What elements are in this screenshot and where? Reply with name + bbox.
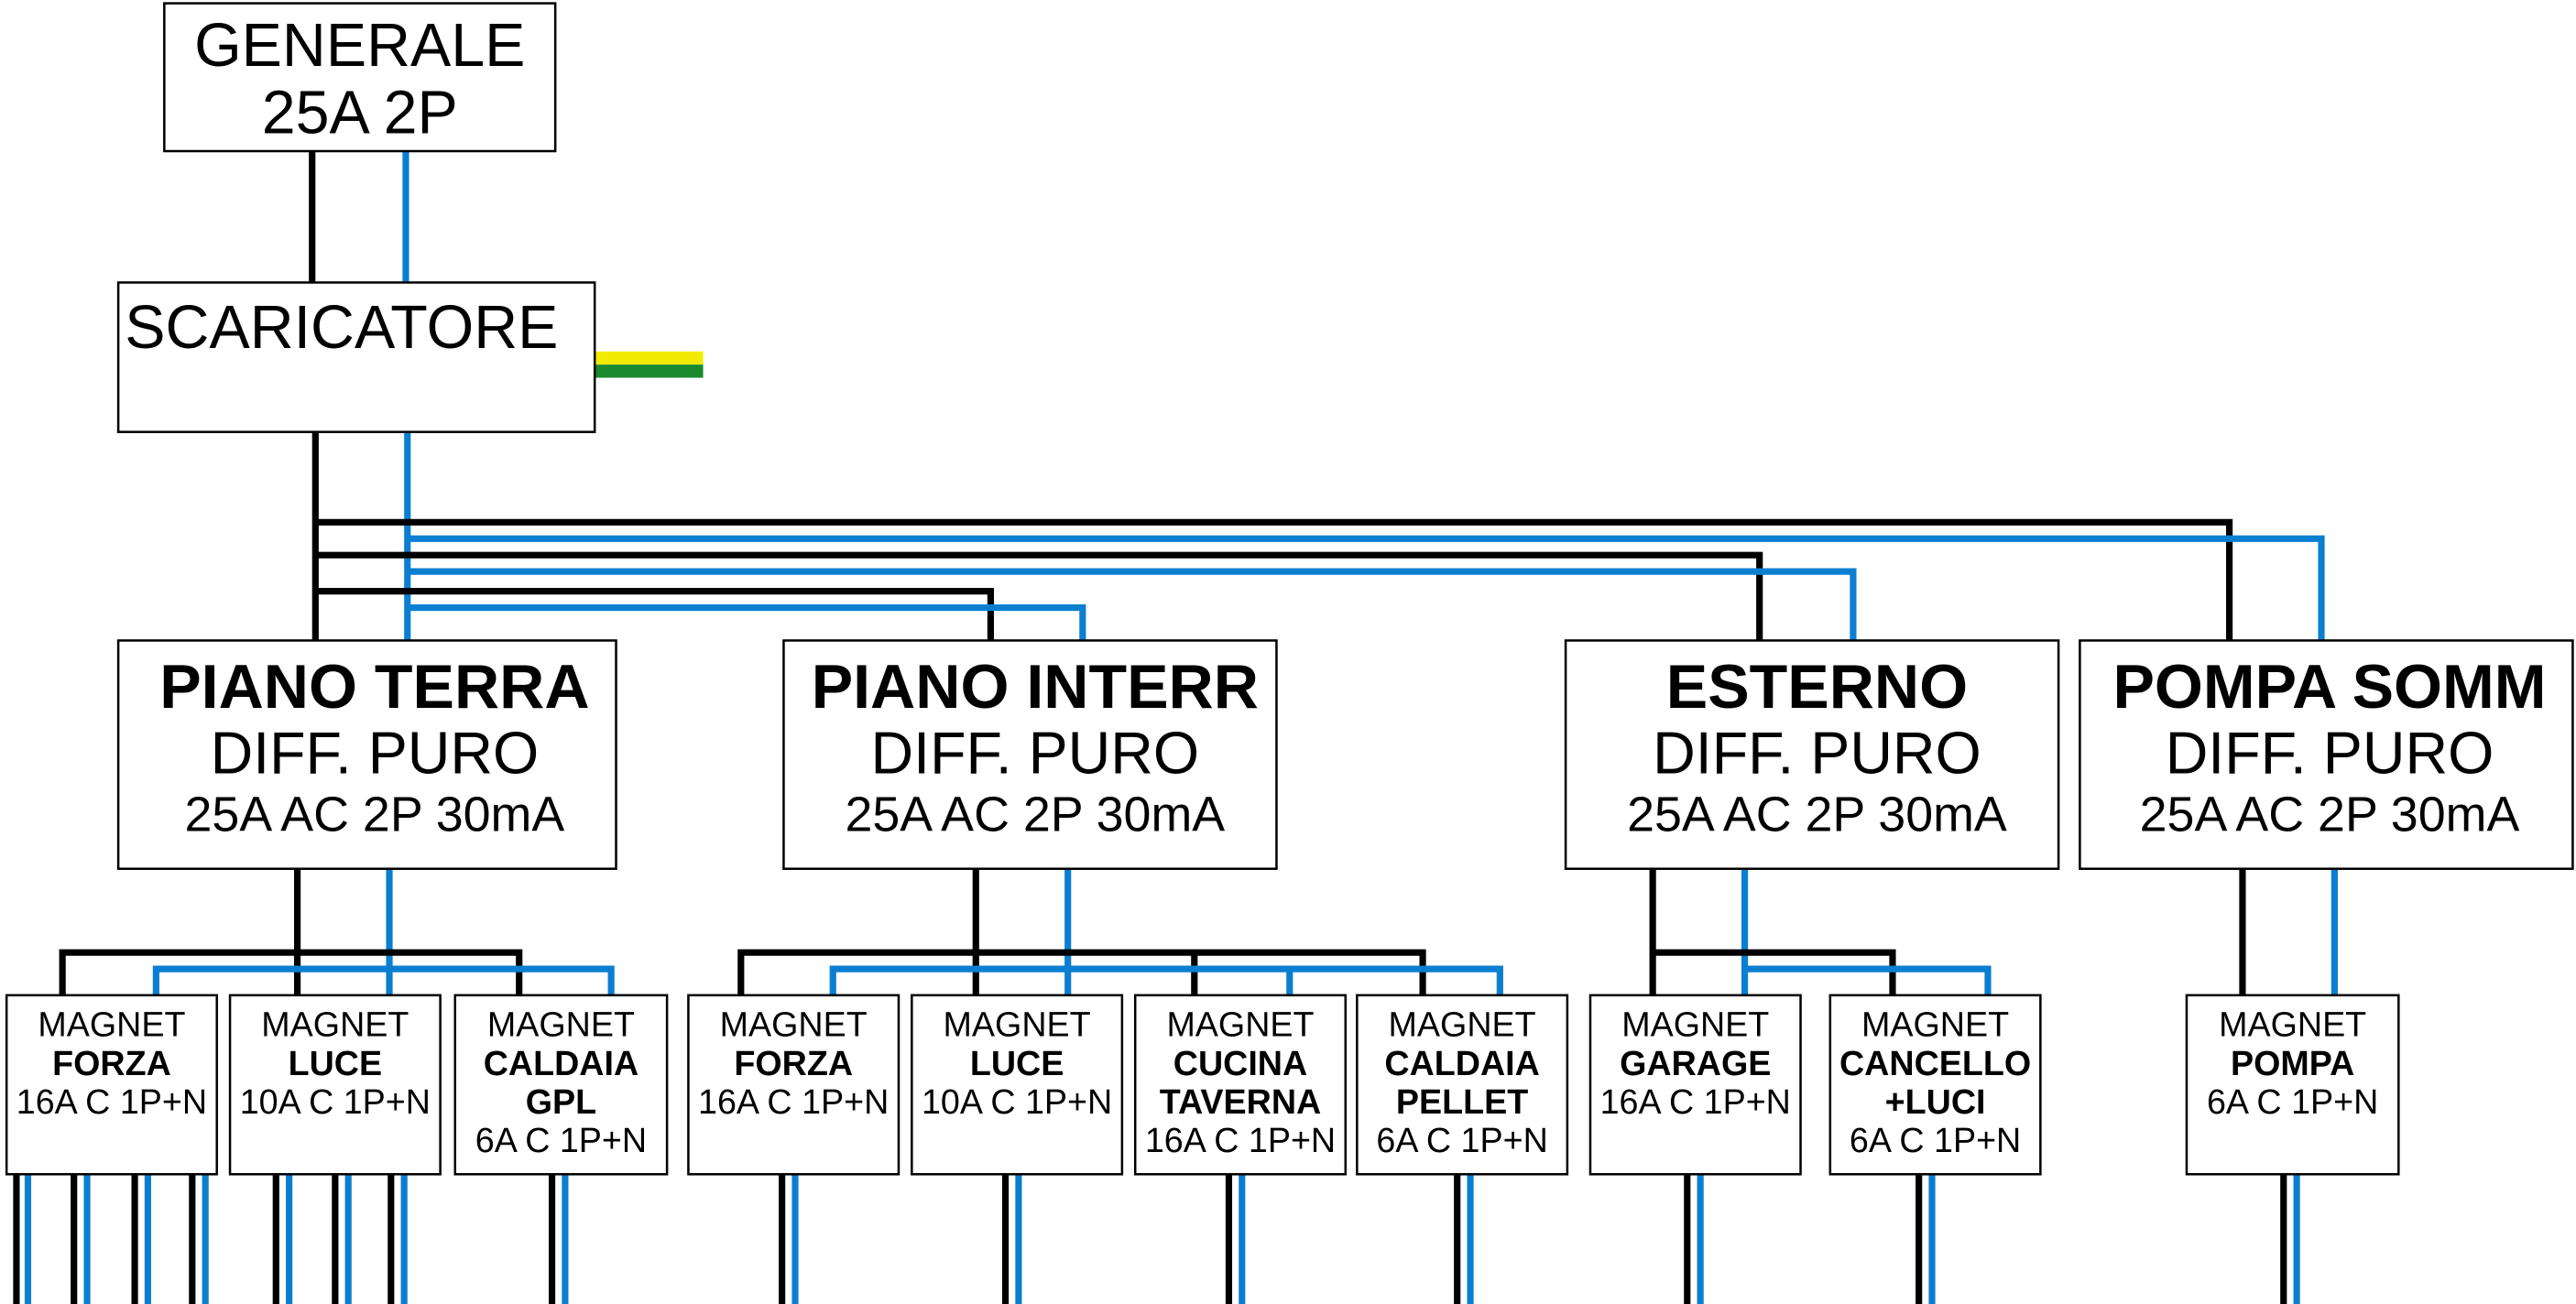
breaker-rating: 16A C 1P+N — [16, 1082, 207, 1121]
rcd-name: PIANO INTERR — [812, 652, 1259, 722]
rcd-esterno: ESTERNO DIFF. PURO 25A AC 2P 30mA — [1564, 639, 2060, 870]
breaker-box — [5, 994, 218, 1176]
rcd-rating: 25A AC 2P 30mA — [845, 787, 1225, 842]
breaker-box — [911, 994, 1124, 1176]
breaker-box — [1356, 994, 1569, 1176]
breaker-name: +LUCI — [1885, 1082, 1986, 1121]
breaker-name: TAVERNA — [1160, 1082, 1321, 1121]
earth-wire-green — [595, 364, 704, 378]
breaker-type: MAGNET — [1389, 1005, 1536, 1044]
rcd-piano-interr: PIANO INTERR DIFF. PURO 25A AC 2P 30mA — [782, 639, 1278, 870]
breaker-name: GPL — [526, 1082, 596, 1121]
rcd-type: DIFF. PURO — [1653, 721, 1981, 787]
rcd-pompa-somm: POMPA SOMM DIFF. PURO 25A AC 2P 30mA — [2079, 639, 2574, 870]
main-breaker-label: GENERALE — [194, 12, 525, 80]
breaker-name: FORZA — [52, 1044, 171, 1082]
breaker-box — [2185, 994, 2400, 1176]
breaker-type: MAGNET — [38, 1005, 185, 1044]
breaker-name: PELLET — [1396, 1082, 1528, 1121]
breaker-name: CUCINA — [1173, 1044, 1307, 1082]
main-breaker-rating: 25A 2P — [262, 79, 458, 147]
rcd-name: ESTERNO — [1666, 652, 1968, 722]
rcd-rating: 25A AC 2P 30mA — [185, 787, 565, 842]
breaker-box — [687, 994, 901, 1176]
breaker-rating: 6A C 1P+N — [2207, 1082, 2378, 1121]
breaker-name: CANCELLO — [1839, 1044, 2031, 1082]
rcd-type: DIFF. PURO — [871, 721, 1200, 787]
rcd-name: PIANO TERRA — [159, 652, 589, 722]
breaker-box — [1828, 994, 2042, 1176]
earth-wire-yellow — [595, 351, 704, 365]
breaker-rating: 6A C 1P+N — [475, 1121, 647, 1159]
rcd-piano-terra: PIANO TERRA DIFF. PURO 25A AC 2P 30mA — [116, 639, 617, 870]
breaker-type: MAGNET — [487, 1005, 635, 1044]
rcd-rating: 25A AC 2P 30mA — [1627, 787, 2007, 842]
breaker-rating: 6A C 1P+N — [1376, 1121, 1547, 1159]
breaker-box — [1133, 994, 1348, 1176]
breaker-rating: 10A C 1P+N — [922, 1082, 1112, 1121]
breaker-type: MAGNET — [1861, 1005, 2009, 1044]
breaker-rating: 16A C 1P+N — [698, 1082, 889, 1121]
outgoing-circuits — [13, 1174, 2300, 1304]
breaker-name: CALDAIA — [484, 1044, 639, 1082]
wiring — [13, 151, 2338, 1304]
breaker-type: MAGNET — [261, 1005, 409, 1044]
main-breaker: GENERALE 25A 2P — [163, 2, 557, 153]
breaker-rating: 16A C 1P+N — [1600, 1082, 1791, 1121]
breaker-name: GARAGE — [1620, 1044, 1771, 1082]
breaker-rating: 16A C 1P+N — [1145, 1121, 1336, 1159]
breaker-rating: 6A C 1P+N — [1850, 1121, 2021, 1159]
breaker-box — [453, 994, 669, 1176]
surge-protector-label: SCARICATORE — [125, 294, 558, 362]
breaker-type: MAGNET — [720, 1005, 868, 1044]
breaker-name: POMPA — [2231, 1044, 2354, 1082]
breaker-name: LUCE — [970, 1044, 1064, 1082]
surge-protector: SCARICATORE — [116, 281, 596, 433]
breaker-type: MAGNET — [2219, 1005, 2366, 1044]
breaker-name: LUCE — [289, 1044, 383, 1082]
rcd-rating: 25A AC 2P 30mA — [2140, 787, 2520, 842]
breaker-box — [228, 994, 442, 1176]
breaker-box — [1588, 994, 1802, 1176]
breaker-type: MAGNET — [1166, 1005, 1314, 1044]
breaker-type: MAGNET — [1621, 1005, 1769, 1044]
rcd-type: DIFF. PURO — [211, 721, 540, 787]
breaker-type: MAGNET — [944, 1005, 1091, 1044]
breaker-name: CALDAIA — [1384, 1044, 1539, 1082]
breaker-rating: 10A C 1P+N — [240, 1082, 431, 1121]
breaker-name: FORZA — [734, 1044, 853, 1082]
rcd-type: DIFF. PURO — [2166, 721, 2494, 787]
rcd-name: POMPA SOMM — [2112, 652, 2546, 722]
